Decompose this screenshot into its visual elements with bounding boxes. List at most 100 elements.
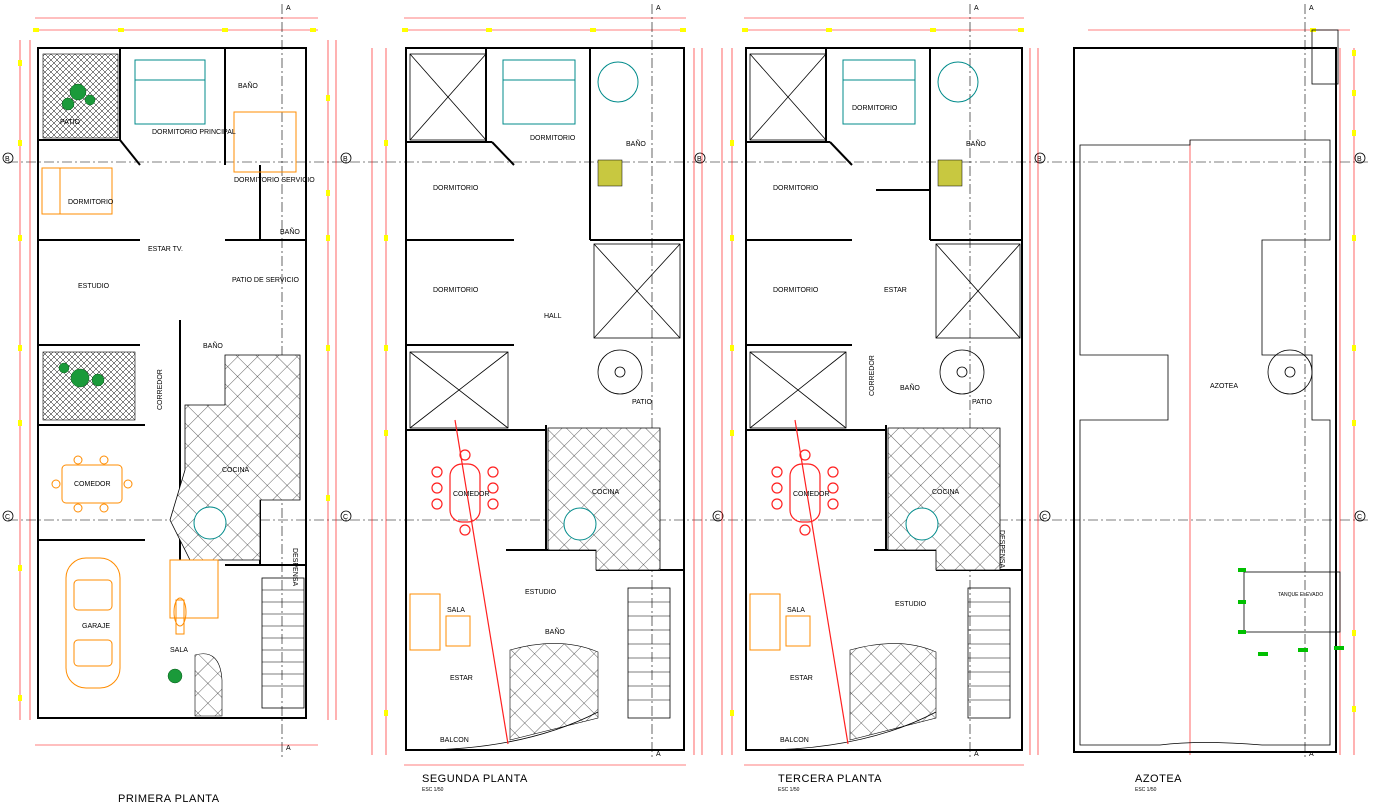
bathtub-icon bbox=[937, 61, 979, 103]
plan-azotea: A A AZOTEA TANQUE ELEVADO AZOTEA ESC 1/5… bbox=[1073, 4, 1356, 793]
room-label: ESTAR bbox=[790, 675, 813, 682]
section-cut-line bbox=[794, 419, 849, 745]
plan-title: AZOTEA bbox=[1135, 773, 1182, 785]
svg-text:A: A bbox=[656, 5, 661, 12]
table-icon bbox=[193, 506, 227, 540]
table-icon bbox=[905, 507, 939, 541]
room-label: DORMITORIO bbox=[433, 287, 479, 294]
svg-text:A: A bbox=[286, 745, 291, 752]
svg-text:B: B bbox=[1037, 156, 1042, 163]
balcony-edge bbox=[745, 711, 937, 751]
plan-primera-planta: A A bbox=[18, 4, 337, 805]
stair-housing bbox=[1311, 29, 1339, 85]
room-label: COMEDOR bbox=[453, 491, 490, 498]
kitchen-floor bbox=[887, 427, 1001, 571]
room-label: BAÑO bbox=[238, 81, 258, 90]
room-label: COMEDOR bbox=[793, 491, 830, 498]
plant-icon bbox=[167, 668, 183, 684]
svg-text:C: C bbox=[343, 514, 348, 521]
room-label: ESTAR TV. bbox=[148, 246, 183, 253]
svg-text:A: A bbox=[1309, 5, 1314, 12]
room-label: COCINA bbox=[222, 467, 250, 474]
room-label: ESTAR bbox=[450, 675, 473, 682]
stairs bbox=[627, 587, 671, 719]
axis-marker-b-left: B bbox=[2, 152, 14, 164]
svg-text:A: A bbox=[974, 751, 979, 758]
dining-table-icon bbox=[51, 455, 133, 513]
plan-tercera-planta: A A bbox=[721, 4, 1039, 793]
svg-text:A: A bbox=[656, 751, 661, 758]
axis-marker-c-mid2: C bbox=[712, 510, 724, 522]
room-label: PATIO bbox=[632, 399, 653, 406]
svg-text:C: C bbox=[1357, 514, 1362, 521]
svg-text:A: A bbox=[1309, 751, 1314, 758]
section-mark-a-top: A bbox=[656, 5, 661, 12]
room-labels: AZOTEA TANQUE ELEVADO bbox=[1210, 383, 1323, 598]
room-label: DORMITORIO bbox=[530, 135, 576, 142]
room-labels: PATIO DORMITORIO PRINCIPAL BAÑO DORMITOR… bbox=[60, 81, 315, 654]
plan-title: TERCERA PLANTA bbox=[778, 773, 882, 785]
bathtub-icon bbox=[597, 61, 639, 103]
table-icon bbox=[563, 507, 597, 541]
plan-title: SEGUNDA PLANTA bbox=[422, 773, 528, 785]
axis-marker-c-mid3: C bbox=[1039, 510, 1051, 522]
void-shaft bbox=[749, 53, 827, 141]
car-icon bbox=[65, 557, 121, 689]
svg-text:C: C bbox=[715, 514, 720, 521]
void-shaft bbox=[409, 53, 487, 141]
room-label: ESTAR bbox=[884, 287, 907, 294]
dimension-ticks bbox=[1310, 28, 1356, 712]
plan-scale: ESC 1/50 bbox=[778, 787, 800, 793]
plant-icon bbox=[58, 362, 105, 388]
dimension-ticks bbox=[384, 28, 686, 716]
sofa-icon bbox=[749, 593, 811, 651]
axis-marker-b-mid3: B bbox=[1034, 152, 1046, 164]
spiral-stair-icon bbox=[597, 349, 643, 395]
room-label: BAÑO bbox=[626, 139, 646, 148]
sofa-icon bbox=[409, 593, 471, 651]
void-shaft bbox=[935, 243, 1021, 339]
bed-icon bbox=[842, 59, 916, 125]
room-label: DORMITORIO bbox=[773, 185, 819, 192]
section-mark-a-bottom: A bbox=[1309, 751, 1314, 758]
axis-marker-c-right: C bbox=[1354, 510, 1366, 522]
shower-icon bbox=[597, 159, 623, 187]
water-tank bbox=[1238, 568, 1344, 656]
svg-text:B: B bbox=[5, 156, 10, 163]
dimension-lines bbox=[1088, 29, 1355, 755]
svg-text:C: C bbox=[5, 514, 10, 521]
room-label: COCINA bbox=[592, 489, 620, 496]
room-label: SALA bbox=[787, 607, 805, 614]
room-label: CORREDOR bbox=[869, 355, 876, 396]
room-label: SALA bbox=[170, 647, 188, 654]
room-label: DORMITORIO SERVICIO bbox=[234, 177, 315, 184]
room-label: DORMITORIO bbox=[68, 199, 114, 206]
svg-text:B: B bbox=[697, 156, 702, 163]
room-label: PATIO bbox=[60, 119, 81, 126]
room-label: DORMITORIO bbox=[773, 287, 819, 294]
svg-text:B: B bbox=[343, 156, 348, 163]
planter bbox=[849, 643, 937, 741]
svg-text:A: A bbox=[974, 5, 979, 12]
room-label: HALL bbox=[544, 313, 562, 320]
room-label: GARAJE bbox=[82, 623, 110, 630]
room-label: CORREDOR bbox=[157, 369, 164, 410]
room-label: BAÑO bbox=[203, 341, 223, 350]
room-label: DESPENSA bbox=[291, 548, 298, 586]
room-label: TANQUE ELEVADO bbox=[1278, 592, 1323, 598]
kitchen-floor bbox=[547, 427, 661, 571]
shower-icon bbox=[937, 159, 963, 187]
room-label: ESTUDIO bbox=[78, 283, 110, 290]
plan-scale: ESC 1/50 bbox=[422, 787, 444, 793]
sofa-icon bbox=[169, 559, 219, 635]
axis-marker-c-left: C bbox=[2, 510, 14, 522]
room-label: BALCON bbox=[780, 737, 809, 744]
room-label: PATIO DE SERVICIO bbox=[232, 277, 299, 284]
room-label: DORMITORIO PRINCIPAL bbox=[152, 129, 236, 136]
plan-scale: ESC 1/50 bbox=[1135, 787, 1157, 793]
section-mark-a-bottom: A bbox=[286, 745, 291, 752]
room-label: ESTUDIO bbox=[895, 601, 927, 608]
void-shaft bbox=[409, 351, 509, 429]
dimension-ticks bbox=[18, 28, 330, 701]
